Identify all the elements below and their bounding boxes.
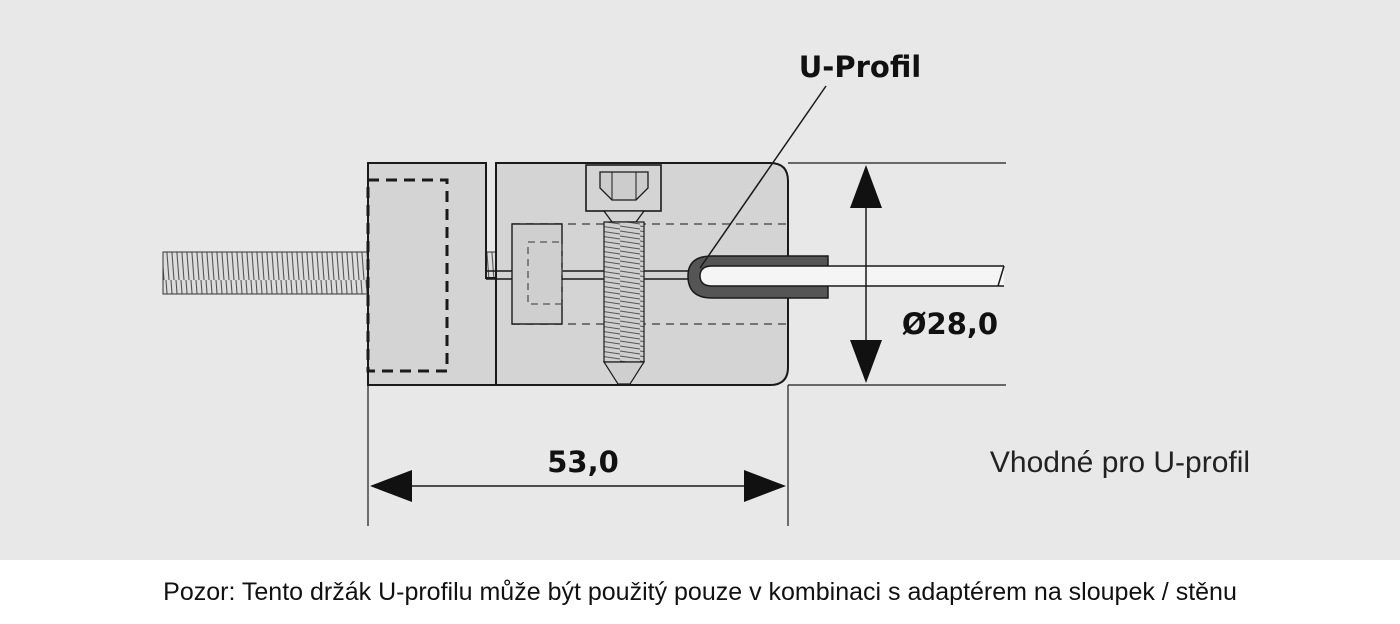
left-block xyxy=(367,162,499,386)
length-arrow-right xyxy=(744,470,786,502)
screw-tip xyxy=(602,361,646,385)
nut-insert-hidden xyxy=(527,241,563,305)
u-profile-edge xyxy=(997,265,1005,287)
u-profil-label: U-Profil xyxy=(799,50,922,84)
screw-head-socket xyxy=(599,171,649,201)
diameter-label: Ø28,0 xyxy=(902,307,998,341)
screw-neck xyxy=(602,210,646,223)
warning-note: Pozor: Tento držák U-profilu může být po… xyxy=(163,577,1237,606)
technical-drawing: U-Profil Ø28,0 53,0 Vhodné pro U-profil xyxy=(0,0,1400,560)
left-block-hidden-pocket xyxy=(366,178,449,373)
suitable-for-caption: Vhodné pro U-profil xyxy=(990,446,1250,479)
length-arrow-left xyxy=(370,470,412,502)
diameter-arrow-bottom xyxy=(850,340,882,383)
length-label: 53,0 xyxy=(547,445,619,479)
screw-shank xyxy=(603,221,645,363)
u-profil-leader-line xyxy=(699,85,827,269)
nut-insert xyxy=(511,223,563,325)
diameter-arrow-top xyxy=(850,165,882,208)
u-profile-insert xyxy=(699,265,1004,287)
